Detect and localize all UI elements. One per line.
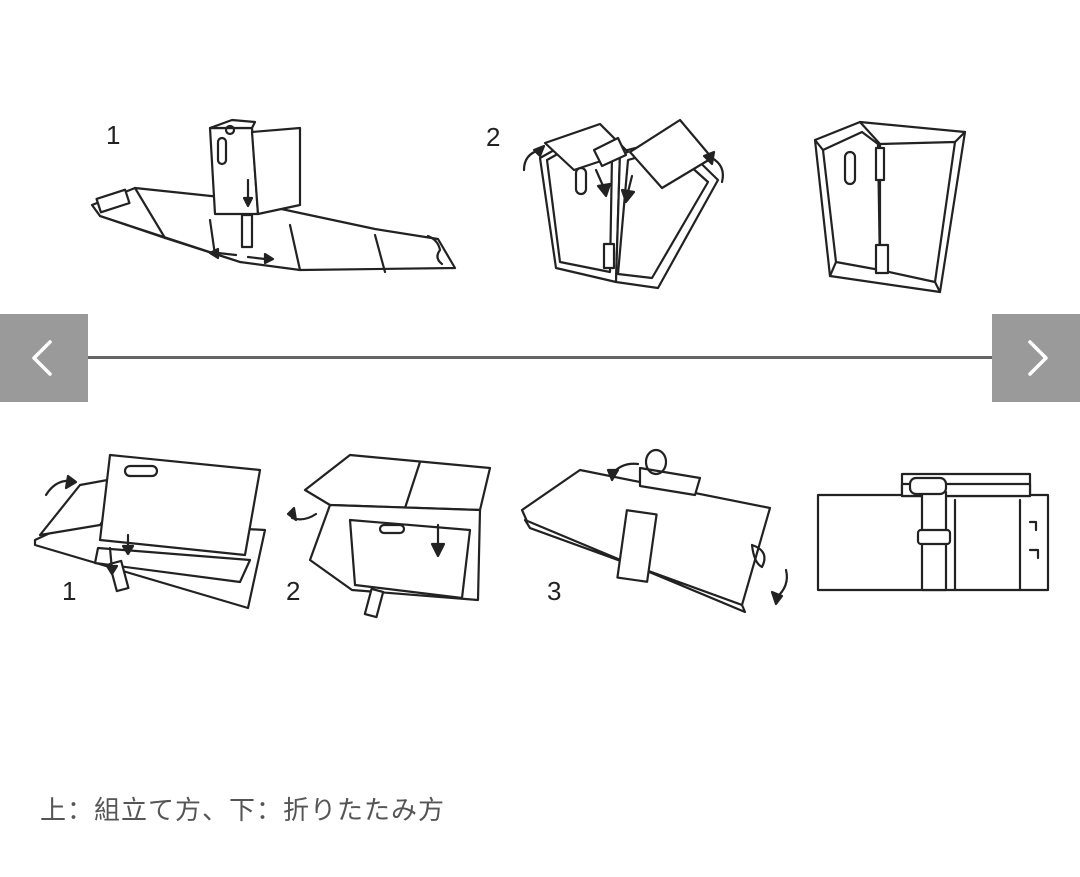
carousel-divider — [80, 356, 1002, 359]
chevron-right-icon — [1028, 340, 1048, 376]
folding-step-2-number: 2 — [286, 576, 301, 606]
folding-result-drawing — [816, 472, 1050, 592]
carousel-next-button[interactable] — [992, 314, 1080, 402]
assembly-result-drawing — [813, 120, 967, 294]
assembly-step-2-drawing — [522, 118, 724, 290]
carousel-prev-button[interactable] — [0, 314, 88, 402]
assembly-step-2-number: 2 — [486, 122, 501, 152]
assembly-step-1-drawing — [90, 118, 457, 274]
image-caption: 上：組立て方、下：折りたたみ方 — [40, 796, 446, 826]
folding-step-3-drawing — [520, 448, 788, 614]
folding-step-2-drawing — [286, 453, 492, 619]
folding-step-1-drawing — [33, 453, 267, 610]
assembly-step-1-number: 1 — [106, 120, 121, 150]
folding-step-1-number: 1 — [62, 576, 77, 606]
chevron-left-icon — [32, 340, 52, 376]
folding-step-3-number: 3 — [547, 576, 562, 606]
